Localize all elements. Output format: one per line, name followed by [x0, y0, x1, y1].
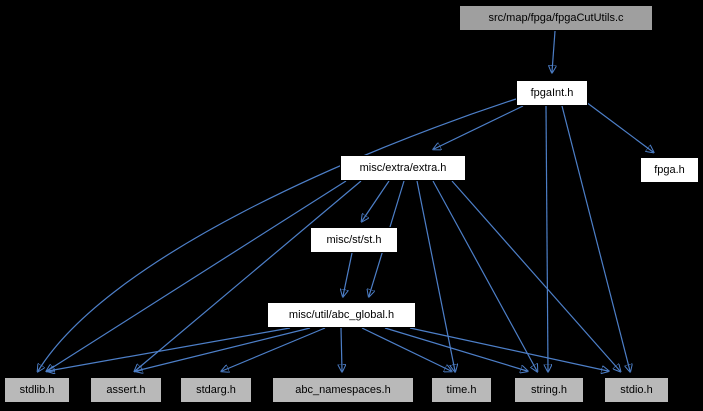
- node-fpgaint-h[interactable]: fpgaInt.h: [516, 80, 588, 106]
- edge-abcglobal-abcnamespaces: [341, 327, 342, 371]
- node-fpga-h[interactable]: fpga.h: [640, 157, 699, 183]
- node-abc-namespaces-h: abc_namespaces.h: [272, 377, 414, 403]
- edge-fpgaint-stdio: [561, 105, 630, 371]
- edge-fpgaint-fpga: [585, 101, 653, 152]
- node-stdarg-h: stdarg.h: [180, 377, 252, 403]
- edge-extra-assert: [135, 180, 362, 371]
- node-time-h: time.h: [431, 377, 492, 403]
- edge-fpgaint-string: [546, 105, 548, 371]
- node-assert-h: assert.h: [90, 377, 162, 403]
- node-misc-st-st-h[interactable]: misc/st/st.h: [310, 227, 398, 253]
- node-misc-util-abc-global-h[interactable]: misc/util/abc_global.h: [267, 302, 416, 328]
- edge-extra-st: [362, 180, 390, 221]
- edge-abcglobal-stdarg: [222, 327, 326, 371]
- edge-abcglobal-assert: [136, 327, 311, 371]
- node-misc-extra-extra-h[interactable]: misc/extra/extra.h: [340, 155, 466, 181]
- node-stdlib-h: stdlib.h: [4, 377, 70, 403]
- edge-abcglobal-time: [361, 327, 451, 371]
- edge-fpgaint-stdlib: [38, 98, 517, 371]
- node-stdio-h: stdio.h: [604, 377, 669, 403]
- edge-abcglobal-stdio: [409, 327, 608, 371]
- edge-st-abcglobal: [343, 252, 353, 296]
- edge-extra-string: [432, 180, 537, 371]
- edge-fpgaint-extra: [434, 105, 524, 149]
- edge-abcglobal-stdlib: [48, 327, 291, 371]
- edge-extra-time: [416, 180, 455, 371]
- edge-extra-stdlib: [47, 180, 347, 371]
- edge-fpgacututils-fpgaint: [552, 30, 555, 72]
- node-fpgacututils-c: src/map/fpga/fpgaCutUtils.c: [459, 5, 653, 31]
- node-string-h: string.h: [514, 377, 584, 403]
- edge-abcglobal-string: [384, 327, 527, 371]
- edge-extra-stdio: [451, 180, 620, 371]
